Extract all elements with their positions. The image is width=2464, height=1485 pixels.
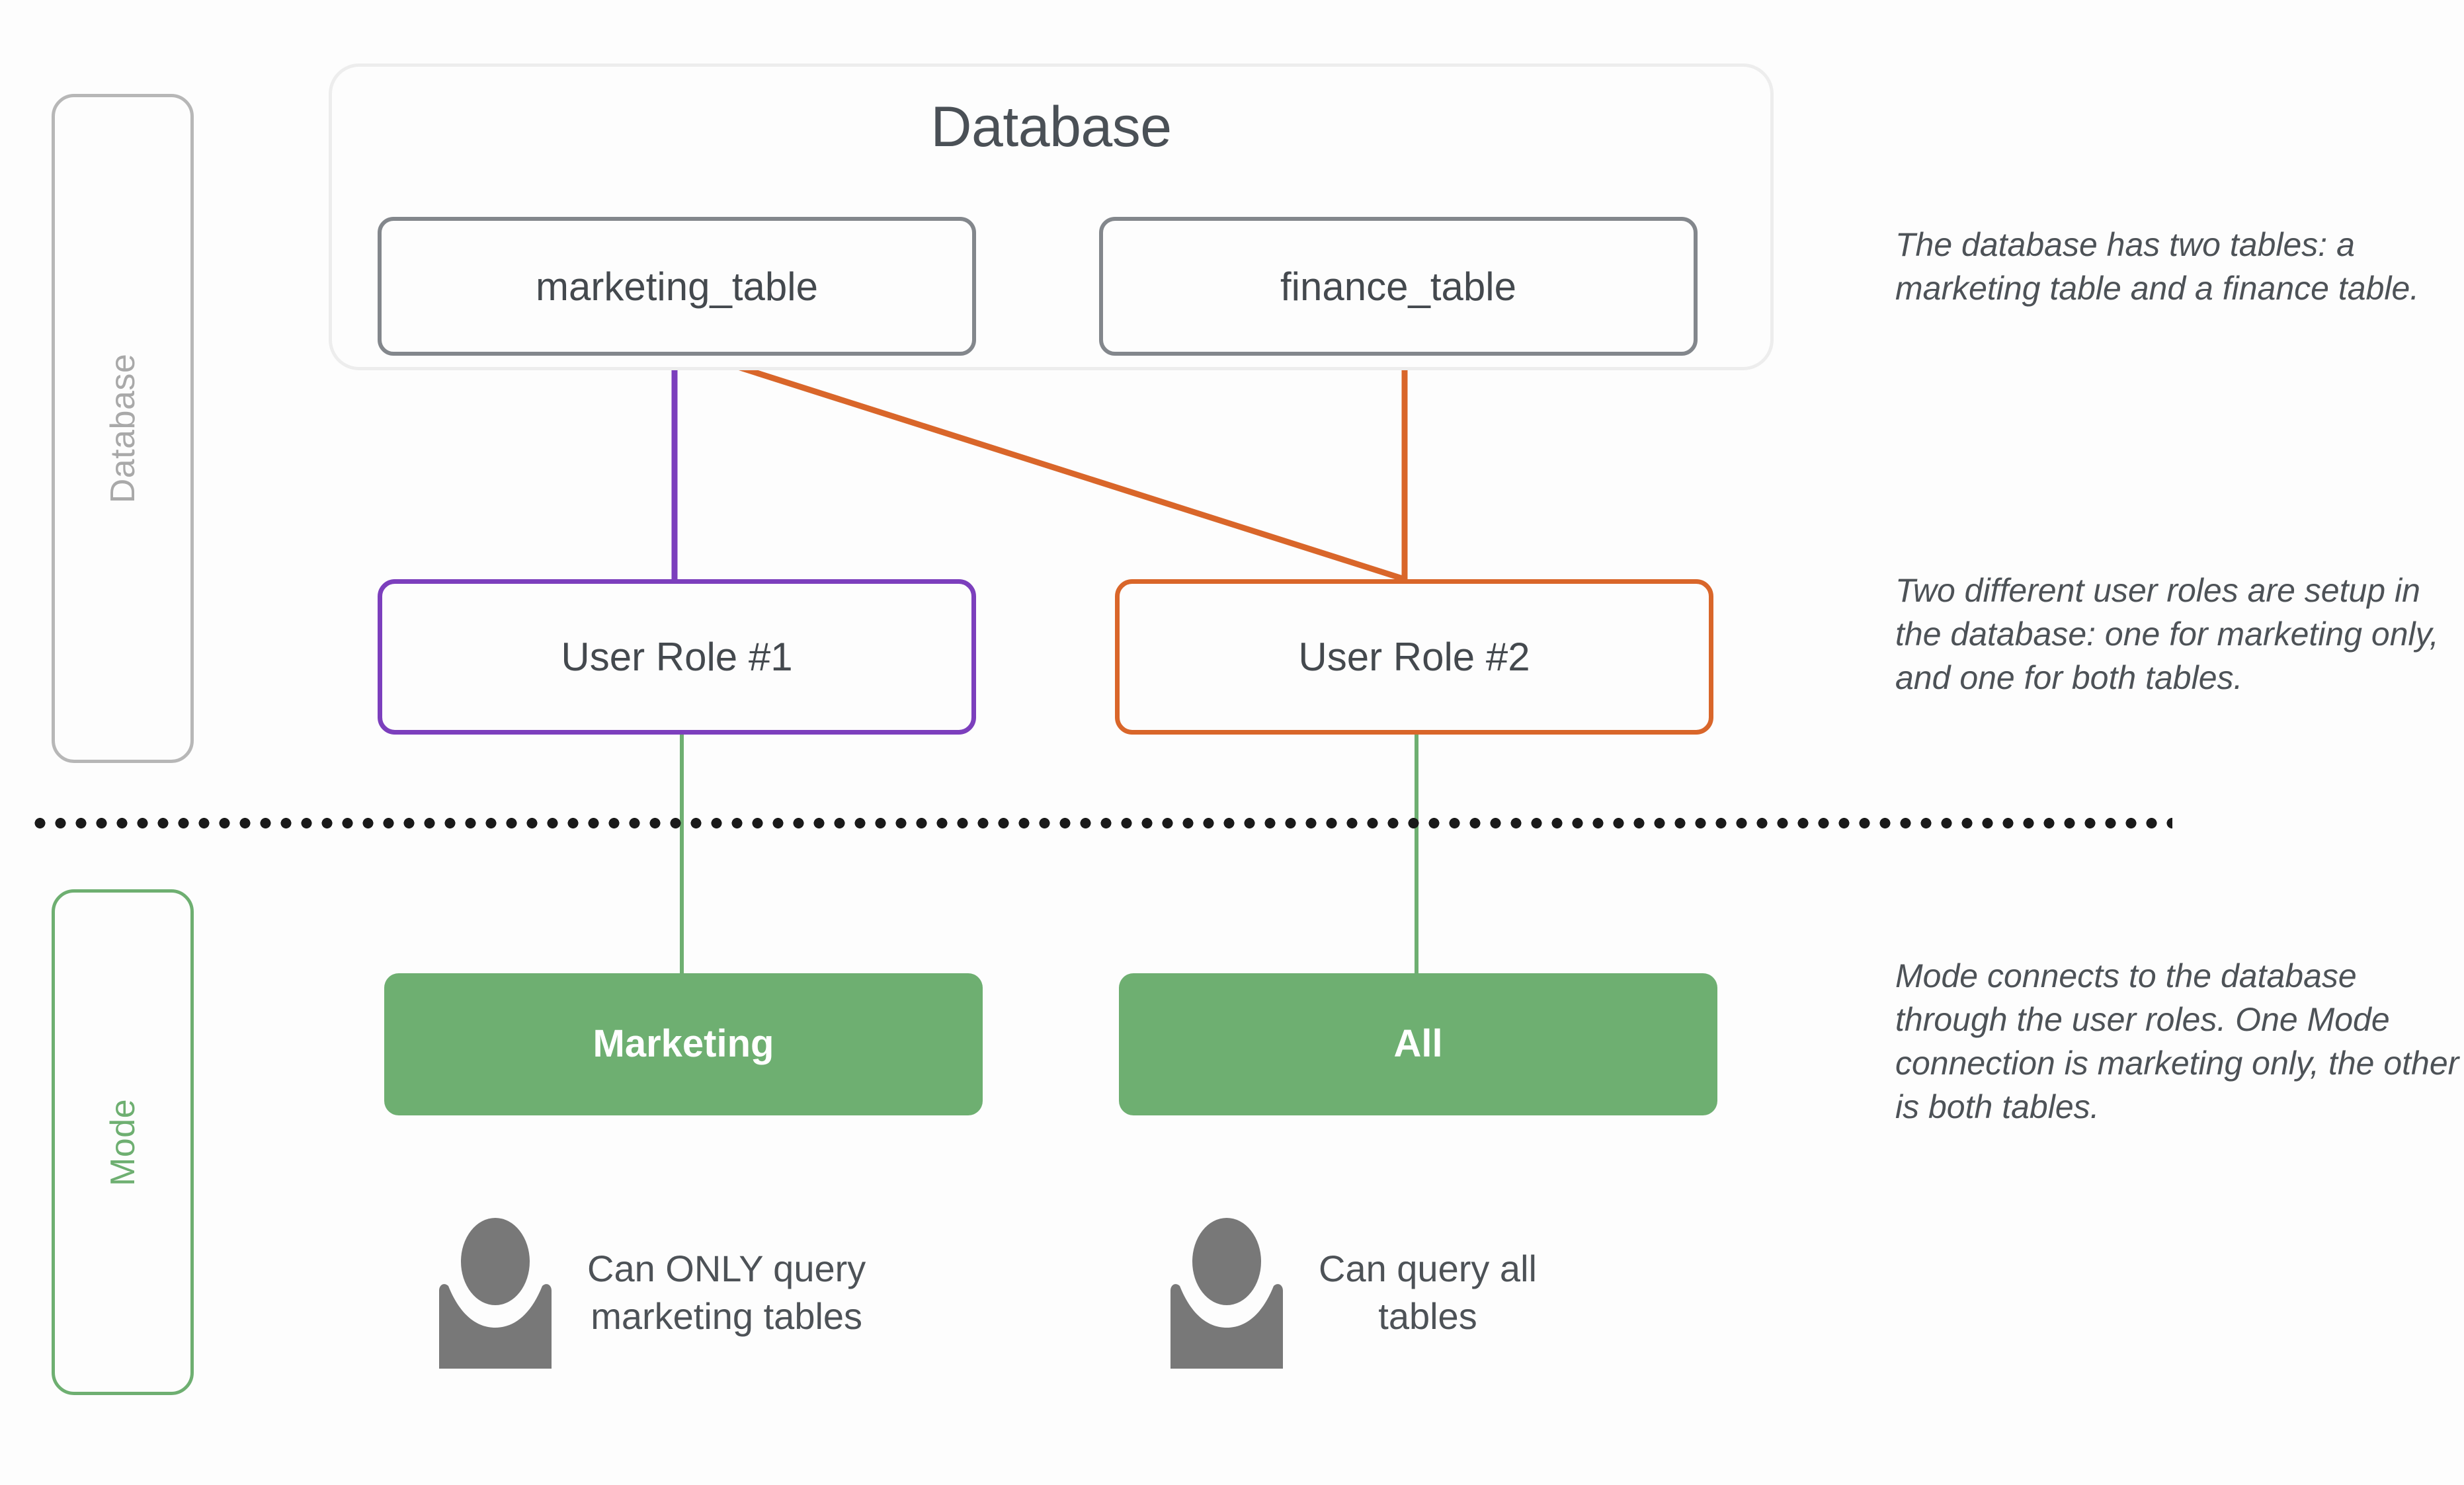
person-caption-all: Can query all tables: [1319, 1248, 1537, 1337]
swimlane-mode-label: Mode: [103, 1098, 142, 1186]
person-icon: [439, 1218, 552, 1369]
swimlane-database: Database: [52, 94, 194, 763]
swimlane-database-label: Database: [103, 353, 142, 504]
person-row-all: Can query all tables: [1164, 1217, 1537, 1369]
role-node-user-role-2[interactable]: User Role #2: [1115, 579, 1713, 735]
dotted-divider: [30, 818, 2172, 828]
mode-connection-all-label: All: [1393, 1022, 1443, 1066]
table-node-finance-label: finance_table: [1280, 264, 1516, 309]
table-node-marketing[interactable]: marketing_table: [378, 217, 976, 356]
annotation-roles: Two different user roles are setup in th…: [1895, 572, 2439, 696]
role-node-user-role-2-label: User Role #2: [1298, 635, 1530, 679]
mode-connection-all[interactable]: All: [1119, 973, 1717, 1115]
role-node-user-role-1-label: User Role #1: [561, 635, 793, 679]
annotation-mode: Mode connects to the database through th…: [1895, 957, 2459, 1125]
table-node-marketing-label: marketing_table: [536, 264, 818, 309]
person-icon: [1170, 1218, 1283, 1369]
mode-connection-marketing-label: Marketing: [593, 1022, 774, 1066]
person-caption-marketing: Can ONLY query marketing tables: [587, 1248, 866, 1337]
swimlane-mode: Mode: [52, 889, 194, 1395]
database-title: Database: [930, 95, 1172, 159]
mode-connection-marketing[interactable]: Marketing: [384, 973, 983, 1115]
annotation-database: The database has two tables: a marketing…: [1895, 226, 2420, 307]
table-node-finance[interactable]: finance_table: [1099, 217, 1698, 356]
person-row-marketing: Can ONLY query marketing tables: [432, 1217, 866, 1369]
role-node-user-role-1[interactable]: User Role #1: [378, 579, 976, 735]
connector-marketing-table-to-user-role-2: [678, 345, 1406, 582]
